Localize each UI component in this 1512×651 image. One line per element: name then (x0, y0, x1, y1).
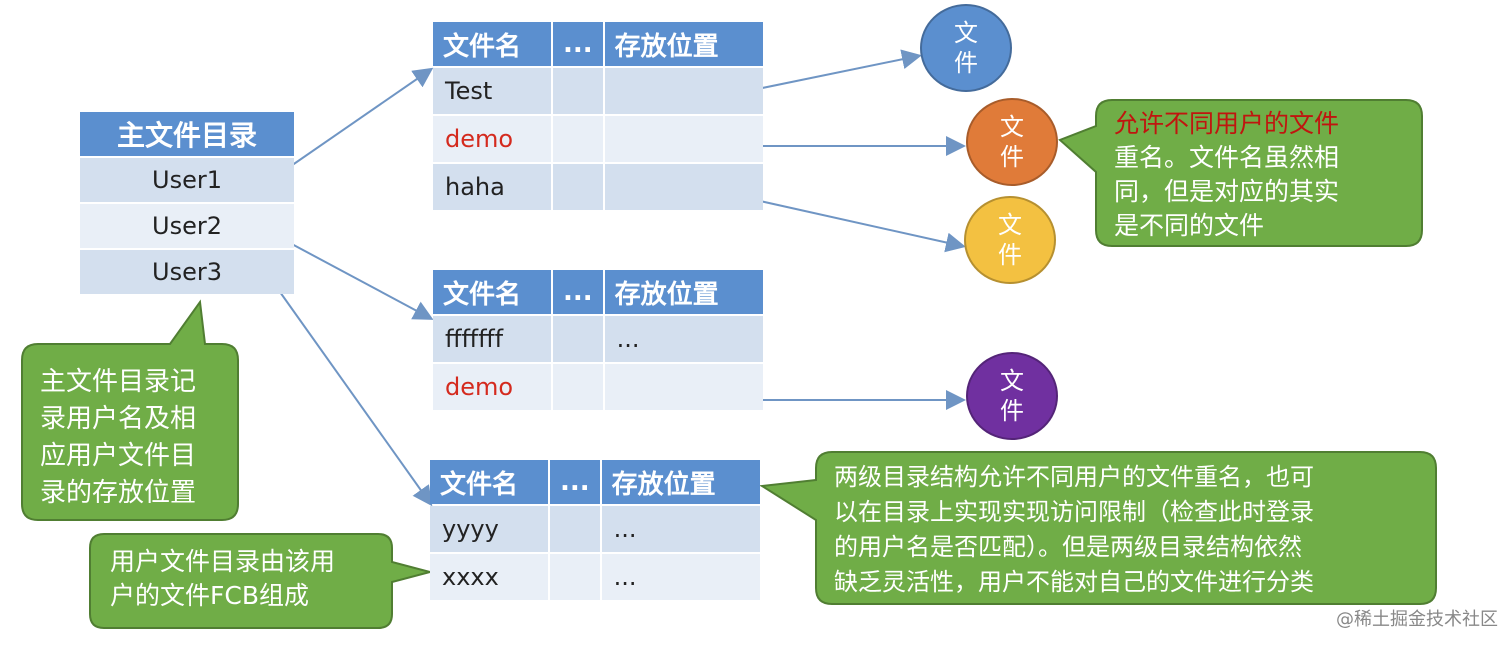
col-dots: ... (553, 270, 603, 314)
file-name: demo (433, 116, 551, 162)
master-note-bubble (21, 299, 239, 521)
file-circle-yellow: 文 件 (964, 196, 1056, 284)
col-dots: ... (553, 22, 603, 66)
arrow-test-file (737, 49, 922, 94)
file-location (604, 68, 763, 114)
file-location (604, 364, 763, 410)
file-circle-orange: 文 件 (966, 98, 1058, 186)
same-name-highlight: 允许不同用户的文件 (1114, 109, 1340, 138)
master-user-cell: User1 (80, 158, 294, 202)
file-location: ... (601, 506, 760, 552)
col-filename: 文件名 (433, 22, 551, 66)
master-user-cell: User3 (80, 250, 294, 294)
summary-note-text: 两级目录结构允许不同用户的文件重名，也可 以在目录上实现实现访问限制（检查此时登… (834, 463, 1314, 596)
user-dir-note-text: 用户文件目录由该用 户的文件FCB组成 (110, 547, 336, 610)
master-directory-table: 主文件目录 User1 User2 User3 (78, 110, 296, 296)
file-location (604, 164, 763, 210)
file-location: ... (604, 316, 763, 362)
master-directory-title: 主文件目录 (80, 112, 294, 156)
col-location: 存放位置 (601, 460, 760, 504)
same-name-note: 允许不同用户的文件 重名。文件名虽然相 同，但是对应的其实 是不同的文件 (1114, 107, 1414, 243)
arrow-user2-table2 (274, 234, 434, 320)
col-filename: 文件名 (433, 270, 551, 314)
master-user-cell: User2 (80, 204, 294, 248)
col-filename: 文件名 (430, 460, 548, 504)
arrow-user3-table3 (274, 284, 433, 507)
watermark: @稀土掘金技术社区 (1336, 609, 1498, 630)
file-name: Test (433, 68, 551, 114)
same-name-bubble (1058, 99, 1423, 247)
file-name: yyyy (430, 506, 548, 552)
user-dir-note-bubble (89, 533, 434, 629)
summary-bubble (759, 451, 1437, 605)
user-directory-table-2: 文件名 ... 存放位置 fffffff... demo (431, 268, 765, 412)
file-circle-blue: 文 件 (920, 4, 1012, 92)
same-name-rest: 重名。文件名虽然相 同，但是对应的其实 是不同的文件 (1114, 143, 1340, 240)
file-name: fffffff (433, 316, 551, 362)
arrow-user1-table1 (274, 67, 434, 178)
file-name: demo (433, 364, 551, 410)
user-directory-table-1: 文件名 ... 存放位置 Test demo haha (431, 20, 765, 212)
arrow-haha-file (741, 196, 966, 253)
file-location (604, 116, 763, 162)
col-dots: ... (550, 460, 600, 504)
file-name: haha (433, 164, 551, 210)
user-directory-table-3: 文件名 ... 存放位置 yyyy... xxxx... (428, 458, 762, 602)
file-name: xxxx (430, 554, 548, 600)
file-circle-purple: 文 件 (966, 352, 1058, 440)
col-location: 存放位置 (604, 22, 763, 66)
col-location: 存放位置 (604, 270, 763, 314)
master-note-text: 主文件目录记 录用户名及相 应用户文件目 录的存放位置 (40, 367, 197, 508)
file-location: ... (601, 554, 760, 600)
